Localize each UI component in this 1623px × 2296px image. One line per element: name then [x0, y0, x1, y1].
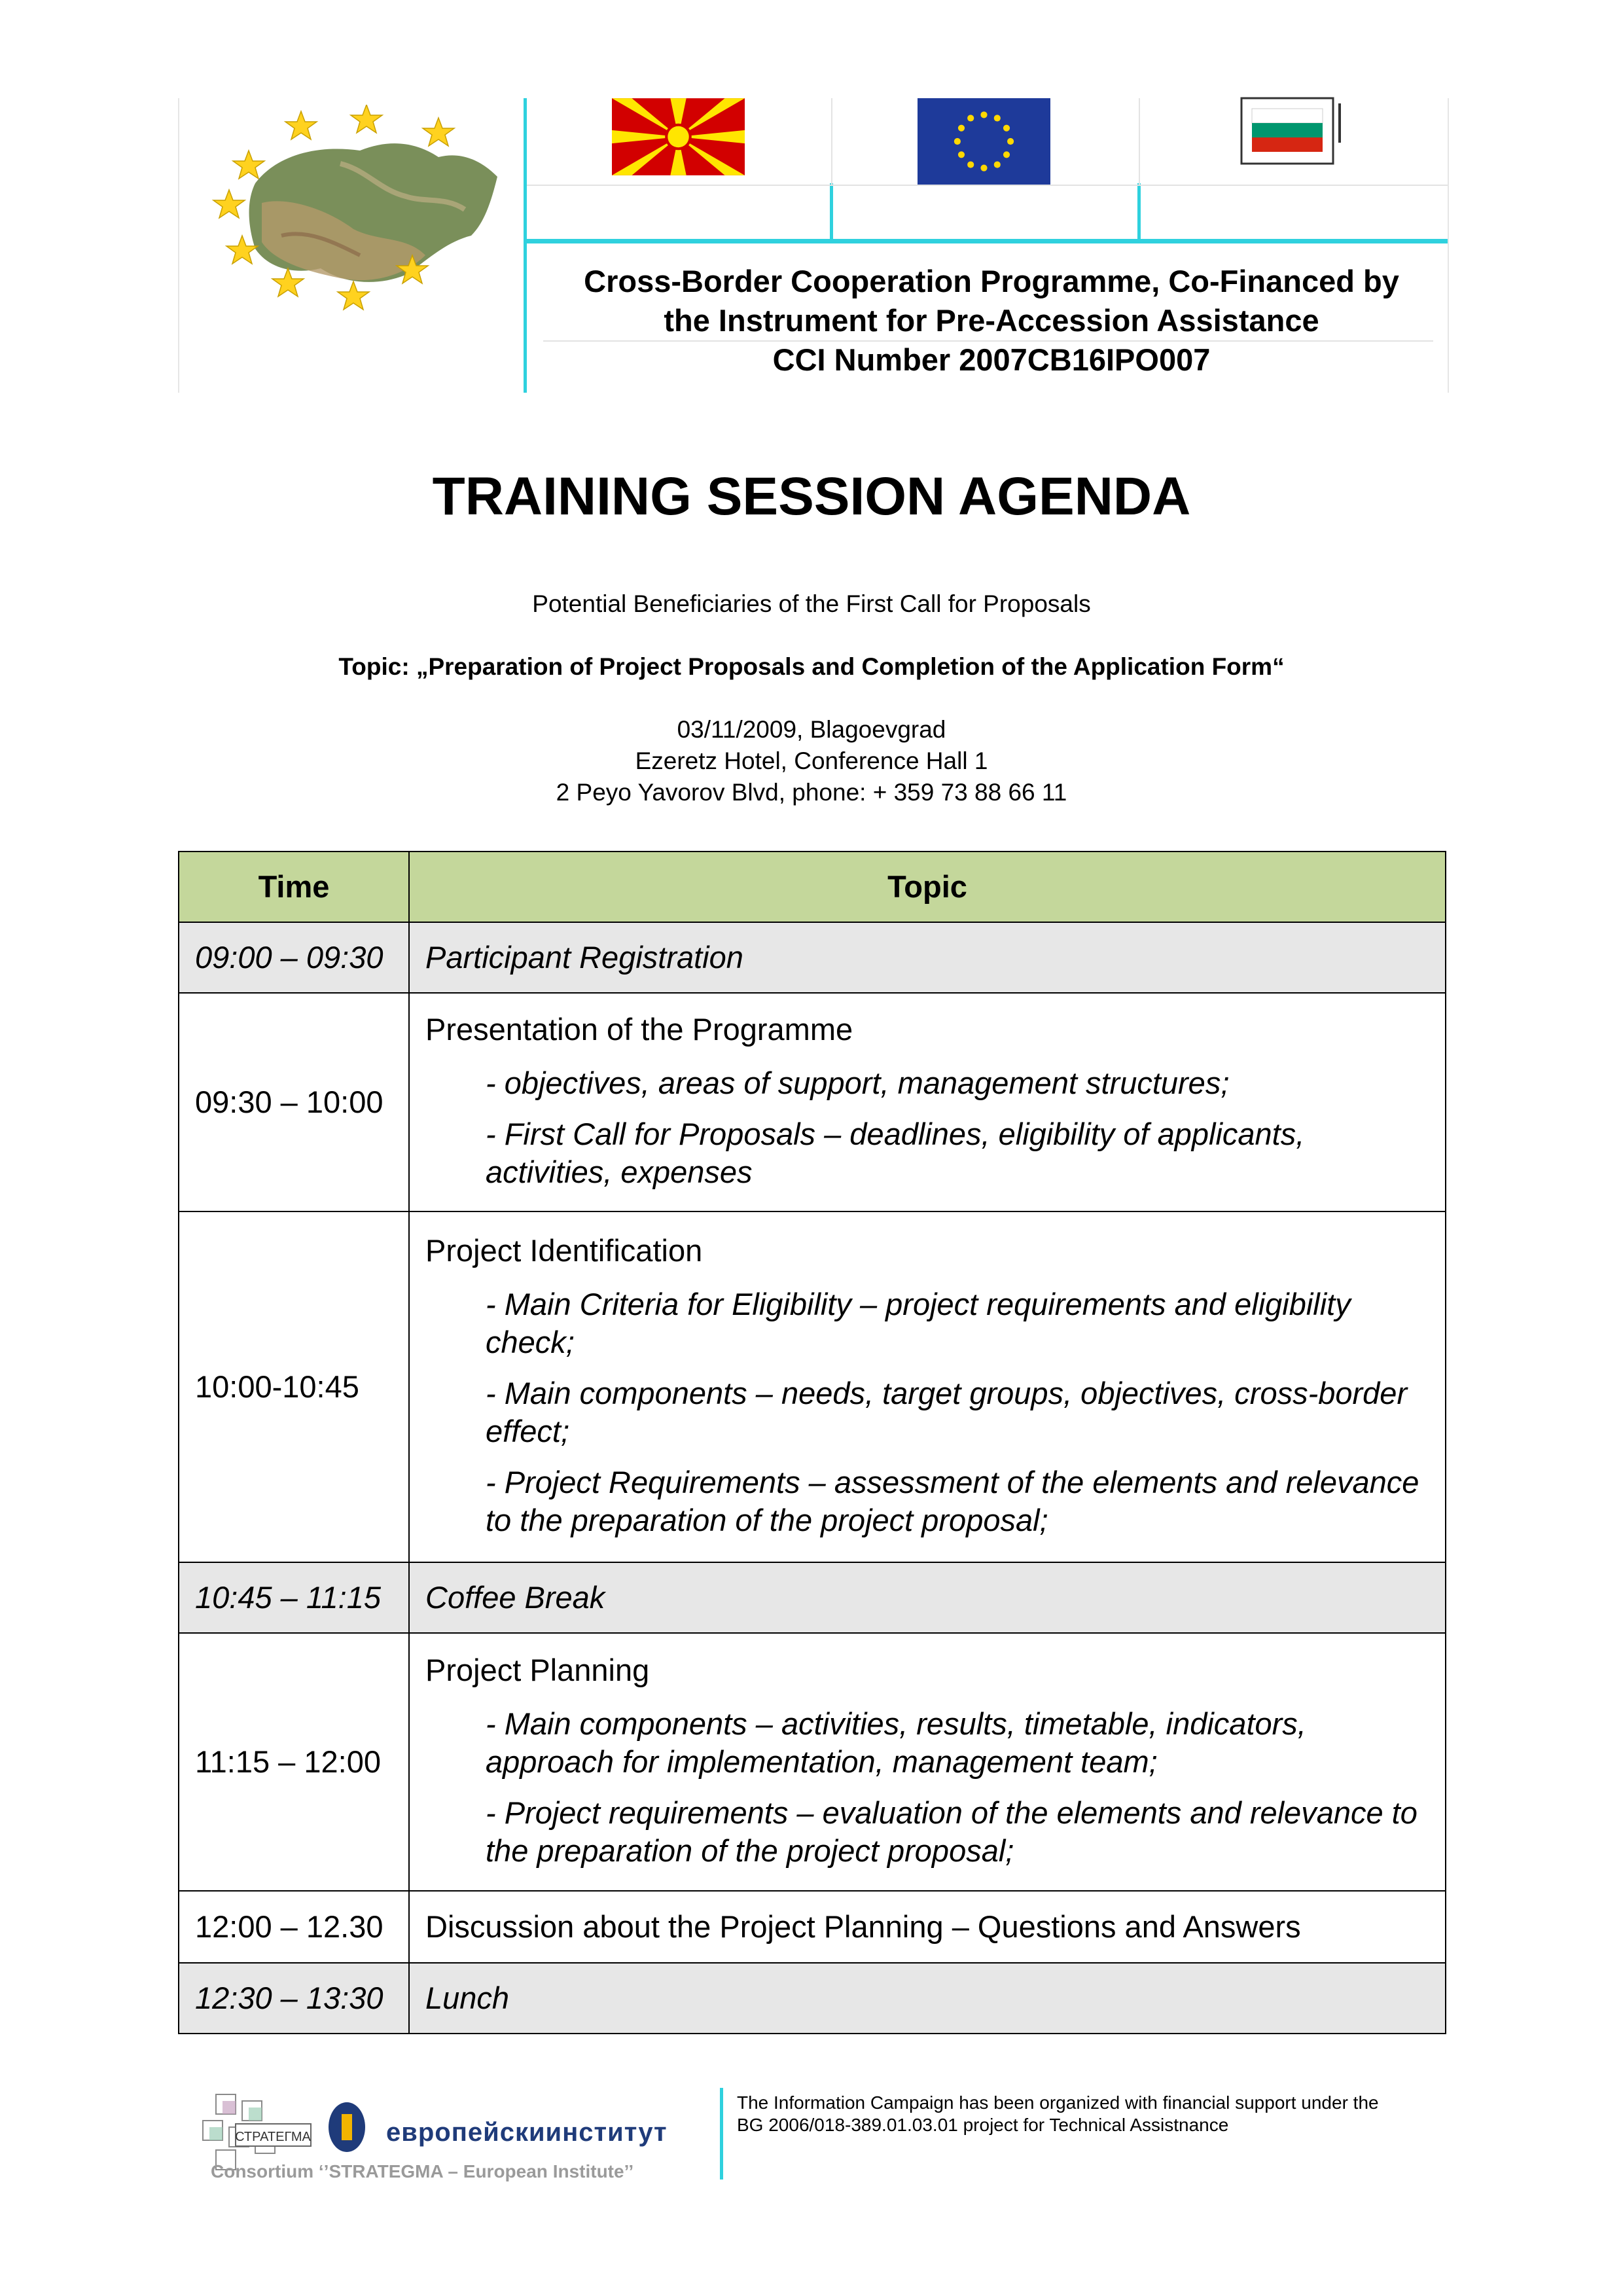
macedonia-flag-icon: [612, 98, 745, 175]
funding-note-line-1: The Information Campaign has been organi…: [737, 2092, 1379, 2113]
time-cell: 10:00-10:45: [178, 1211, 410, 1563]
table-row: 12:30 – 13:30 Lunch: [178, 1962, 1446, 2034]
time-cell: 09:00 – 09:30: [178, 922, 410, 994]
table-row: 11:15 – 12:00 Project Planning - Main co…: [178, 1632, 1446, 1892]
audience: Potential Beneficiaries of the First Cal…: [532, 590, 1091, 617]
header-divider: [1137, 183, 1141, 242]
agenda-table: Time Topic 09:00 – 09:30 Participant Reg…: [178, 851, 1446, 2034]
time-cell: 12:00 – 12.30: [178, 1890, 410, 1964]
time-cell: 11:15 – 12:00: [178, 1632, 410, 1892]
header-rule: [543, 340, 1433, 342]
address: 2 Peyo Yavorov Blvd, phone: + 359 73 88 …: [556, 779, 1067, 806]
header-divider: [830, 183, 833, 242]
page-title: TRAINING SESSION AGENDA: [432, 467, 1191, 526]
topic-line: Topic: „Preparation of Project Proposals…: [338, 653, 1285, 680]
table-row: 12:00 – 12.30 Discussion about the Proje…: [178, 1890, 1446, 1964]
bulgaria-flag-icon: [1240, 97, 1341, 165]
footer-divider: [720, 2088, 723, 2179]
header-divider: [524, 239, 1448, 243]
table-row: 09:30 – 10:00 Presentation of the Progra…: [178, 992, 1446, 1212]
date-place: 03/11/2009, Blagoevgrad: [677, 716, 946, 743]
column-header-topic: Topic: [408, 851, 1446, 923]
session-bullet: - Project Requirements – assessment of t…: [486, 1465, 1419, 1537]
eu-flag-icon: [918, 98, 1050, 185]
header-right-rule: [1448, 98, 1449, 393]
topic-cell: Project Identification - Main Criteria f…: [408, 1211, 1446, 1563]
funding-note-line-2: BG 2006/018-389.01.03.01 project for Tec…: [737, 2115, 1229, 2135]
session-bullet: - Main components – needs, target groups…: [486, 1376, 1408, 1448]
time-cell: 09:30 – 10:00: [178, 992, 410, 1212]
time-cell: 12:30 – 13:30: [178, 1962, 410, 2034]
table-row: 09:00 – 09:30 Participant Registration: [178, 922, 1446, 994]
topic-cell: Participant Registration: [408, 922, 1446, 994]
session-title: Project Planning: [425, 1653, 650, 1687]
session-bullet: - objectives, areas of support, manageme…: [486, 1066, 1230, 1100]
session-title: Project Identification: [425, 1233, 703, 1268]
session-bullet: - Main Criteria for Eligibility – projec…: [486, 1287, 1351, 1359]
programme-line-2: the Instrument for Pre-Accession Assista…: [664, 303, 1319, 338]
topic-cell: Presentation of the Programme - objectiv…: [408, 992, 1446, 1212]
topic-cell: Lunch: [408, 1962, 1446, 2034]
consortium-label: Consortium ‘’STRATEGMA – European Instit…: [211, 2161, 634, 2181]
topic-cell: Project Planning - Main components – act…: [408, 1632, 1446, 1892]
european-institute-logo-text: европейскиинститут: [386, 2118, 668, 2147]
session-bullet: - Main components – activities, results,…: [486, 1706, 1306, 1779]
header-rule: [831, 98, 832, 185]
header-left-rule: [178, 98, 179, 393]
column-header-time: Time: [178, 851, 410, 923]
time-cell: 10:45 – 11:15: [178, 1562, 410, 1634]
session-bullet: - Project requirements – evaluation of t…: [486, 1795, 1418, 1868]
header-rule: [527, 185, 1448, 186]
table-row: 10:45 – 11:15 Coffee Break: [178, 1562, 1446, 1634]
topic-cell: Coffee Break: [408, 1562, 1446, 1634]
header-rule: [1139, 98, 1140, 185]
session-title: Presentation of the Programme: [425, 1012, 853, 1047]
venue: Ezeretz Hotel, Conference Hall 1: [635, 747, 988, 774]
session-bullet: - First Call for Proposals – deadlines, …: [486, 1117, 1305, 1189]
map-logo-icon: [211, 105, 497, 311]
table-header-row: Time Topic: [178, 851, 1446, 923]
funding-note: The Information Campaign has been organi…: [737, 2092, 1457, 2136]
programme-header: Cross-Border Cooperation Programme, Co-F…: [537, 262, 1446, 380]
table-row: 10:00-10:45 Project Identification - Mai…: [178, 1211, 1446, 1563]
topic-cell: Discussion about the Project Planning – …: [408, 1890, 1446, 1964]
strategma-logo-text: СТРАТЕГМА: [235, 2130, 311, 2144]
programme-line-1: Cross-Border Cooperation Programme, Co-F…: [584, 264, 1399, 298]
strategma-logo-icon: СТРАТЕГМА: [202, 2094, 365, 2170]
header-divider: [524, 98, 527, 393]
cci-number: CCI Number 2007CB16IPO007: [772, 342, 1211, 377]
